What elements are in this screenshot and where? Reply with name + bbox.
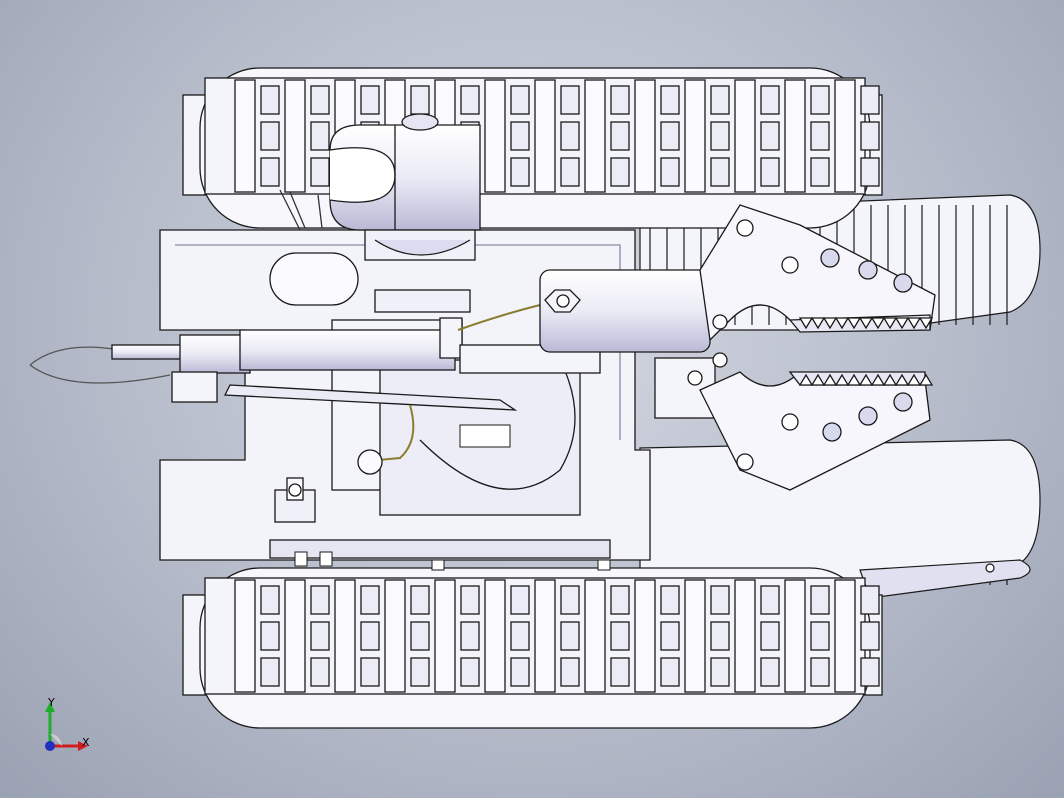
claw-tooth: [906, 373, 922, 386]
claw-tooth: [918, 373, 934, 386]
coordinate-triad-graphic: [45, 702, 88, 751]
track-rib: [384, 579, 430, 693]
track-rib: [234, 79, 280, 193]
claw-tooth: [858, 373, 874, 386]
track-rib: [734, 79, 780, 193]
claw-tooth: [870, 317, 886, 330]
claw-tooth: [810, 373, 826, 386]
claw-tooth: [834, 373, 850, 386]
track-rib: [434, 579, 480, 693]
main-track-top: [182, 67, 883, 229]
track-rib: [334, 579, 380, 693]
fasteners: [294, 424, 611, 571]
claw-tooth: [822, 317, 838, 330]
track-rib: [284, 79, 330, 193]
claw-tooth: [894, 317, 910, 330]
track-rib: [734, 579, 780, 693]
track-rib: [634, 79, 680, 193]
track-rib: [834, 79, 880, 193]
claw-tooth: [858, 317, 874, 330]
claw-tooth: [834, 317, 850, 330]
y-axis-label: Y: [48, 696, 55, 709]
gripper-motor: [539, 269, 716, 419]
manipulator-arm: [29, 304, 601, 475]
track-rib: [284, 579, 330, 693]
claw-tooth: [846, 317, 862, 330]
track-rib: [784, 79, 830, 193]
x-axis-label: X: [82, 736, 90, 749]
track-rib: [584, 79, 630, 193]
claw-tooth: [882, 317, 898, 330]
claw-tooth: [882, 373, 898, 386]
claw-tooth: [798, 373, 814, 386]
claw-tooth: [906, 317, 922, 330]
track-rib: [784, 579, 830, 693]
gripper-claws: [687, 204, 936, 491]
claw-tooth: [846, 373, 862, 386]
claw-tooth: [822, 373, 838, 386]
track-rib: [534, 79, 580, 193]
main-track-bottom: [182, 567, 883, 729]
track-rib: [684, 579, 730, 693]
track-rib: [834, 579, 880, 693]
track-rib: [634, 579, 680, 693]
claw-tooth: [870, 373, 886, 386]
claw-tooth: [894, 373, 910, 386]
claw-tooth: [810, 317, 826, 330]
track-rib: [534, 579, 580, 693]
coordinate-triad-icon: Y X: [38, 696, 108, 758]
track-rib: [234, 579, 280, 693]
flipper-track-lower: [639, 439, 1041, 599]
track-rib: [484, 579, 530, 693]
track-rib: [684, 79, 730, 193]
track-rib: [584, 579, 630, 693]
track-rib: [484, 79, 530, 193]
claw-tooth: [918, 317, 934, 330]
camera-dome: [279, 113, 481, 261]
claw-tooth: [798, 317, 814, 330]
